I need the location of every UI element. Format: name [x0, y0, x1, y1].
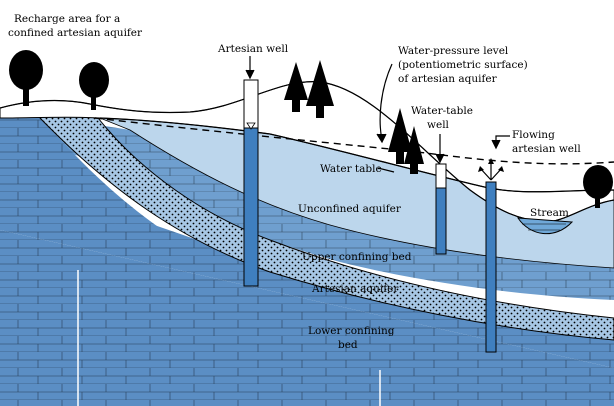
flowing-artesian-well — [478, 158, 504, 353]
label-water-pressure-line1: Water-pressure level — [398, 45, 509, 57]
left-confining-block — [0, 118, 170, 235]
reference-lines — [77, 270, 381, 406]
pointer-arrows — [245, 56, 510, 173]
stream-water — [517, 217, 574, 235]
artesian-well — [243, 79, 259, 287]
label-flowing-artesian-line2: artesian well — [512, 143, 581, 155]
upper-confining-bed — [0, 120, 614, 300]
label-flowing-artesian-line1: Flowing — [512, 129, 555, 141]
tree-recharge-2 — [79, 62, 109, 110]
tree-slope-1 — [388, 108, 412, 164]
label-recharge-area-line2: confined artesian aquifer — [8, 27, 143, 39]
label-water-pressure-line2: (potentiometric surface) — [398, 59, 528, 71]
trees — [9, 50, 613, 208]
label-stream: Stream — [530, 207, 569, 219]
label-artesian-well: Artesian well — [217, 43, 289, 55]
label-artesian-aquifer: Artesian aquifer — [311, 283, 399, 295]
label-lower-confining-line2: bed — [338, 339, 358, 351]
tree-hill-2 — [306, 60, 334, 118]
deep-layer — [0, 230, 614, 406]
label-water-table-well-line2: well — [427, 119, 450, 131]
label-water-table-well-line1: Water-table — [411, 105, 473, 117]
tree-slope-2 — [404, 126, 424, 174]
tree-stream — [583, 165, 613, 208]
tree-recharge-1 — [9, 50, 43, 106]
label-unconfined-aquifer: Unconfined aquifer — [298, 203, 402, 215]
label-water-table: Water table — [320, 163, 382, 175]
label-lower-confining-line1: Lower confining — [308, 325, 395, 337]
tree-hill-1 — [284, 62, 308, 112]
water-table-well — [435, 163, 447, 255]
labels: Recharge area for a confined artesian aq… — [8, 13, 581, 351]
label-upper-confining-bed: Upper confining bed — [302, 251, 412, 263]
water-table-line — [99, 117, 614, 193]
label-water-pressure-line3: of artesian aquifer — [398, 73, 498, 85]
label-recharge-area-line1: Recharge area for a — [14, 13, 120, 25]
